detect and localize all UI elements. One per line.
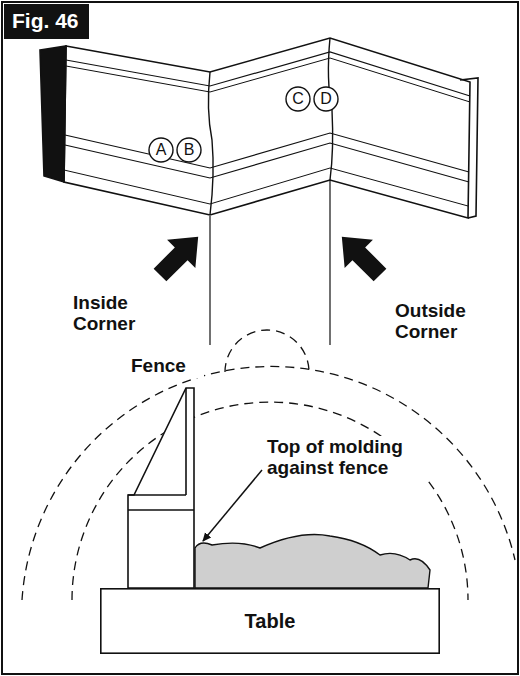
callout-letter-text: B [184, 141, 195, 159]
callout-letter-text: C [292, 90, 304, 108]
outside-arrow [328, 223, 394, 289]
inside-arrow [146, 223, 212, 289]
figure-title: Fig. 46 [4, 4, 89, 39]
callout-letter-text: D [320, 90, 332, 108]
part-name: Table [245, 610, 296, 633]
callout-letter-text: A [156, 141, 167, 159]
table-box: Table [100, 588, 440, 654]
crown-molding [40, 38, 478, 218]
fence [128, 388, 194, 588]
corner-label: Outside Corner [392, 300, 498, 344]
part-label: Fence [128, 355, 204, 378]
molding-profile [195, 535, 430, 589]
callout-letter: B [176, 137, 202, 163]
part-label: Top of molding against fence [264, 436, 440, 480]
callout-letter: D [313, 86, 339, 112]
leader-line [203, 470, 262, 541]
corner-label: Inside Corner [70, 292, 166, 336]
swing-arcs [22, 330, 515, 600]
callout-letter: C [285, 86, 311, 112]
callout-letter: A [148, 137, 174, 163]
